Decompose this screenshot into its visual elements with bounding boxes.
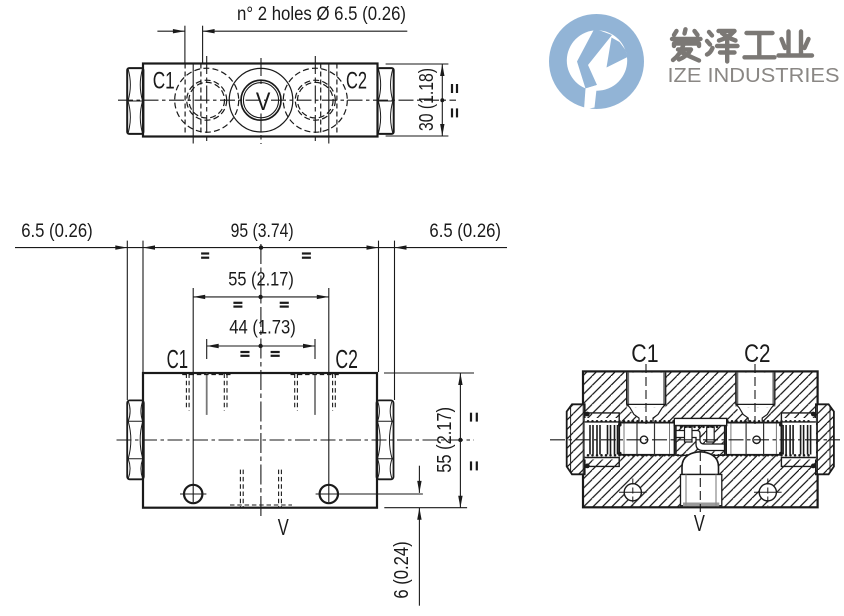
svg-text:V: V	[256, 88, 271, 116]
svg-text:V: V	[278, 514, 289, 540]
svg-text:55 (2.17): 55 (2.17)	[228, 269, 293, 291]
svg-text:6.5 (0.26): 6.5 (0.26)	[21, 220, 93, 242]
svg-text:95 (3.74): 95 (3.74)	[231, 220, 294, 242]
svg-text:n° 2 holes Ø 6.5 (0.26): n° 2 holes Ø 6.5 (0.26)	[237, 3, 406, 25]
svg-text:55 (2.17): 55 (2.17)	[434, 407, 456, 473]
svg-text:6.5 (0.26): 6.5 (0.26)	[429, 220, 501, 242]
svg-text:IZE INDUSTRIES: IZE INDUSTRIES	[668, 65, 840, 87]
svg-text:C1: C1	[153, 68, 175, 95]
svg-text:30 (1.18): 30 (1.18)	[416, 68, 438, 131]
svg-text:C1: C1	[631, 340, 658, 368]
svg-text:C2: C2	[346, 68, 367, 95]
svg-text:V: V	[694, 510, 705, 536]
svg-text:C1: C1	[167, 344, 189, 374]
svg-text:6 (0.24): 6 (0.24)	[391, 541, 413, 598]
svg-text:C2: C2	[335, 344, 358, 374]
svg-text:C2: C2	[744, 340, 770, 368]
svg-text:44 (1.73): 44 (1.73)	[229, 317, 295, 339]
